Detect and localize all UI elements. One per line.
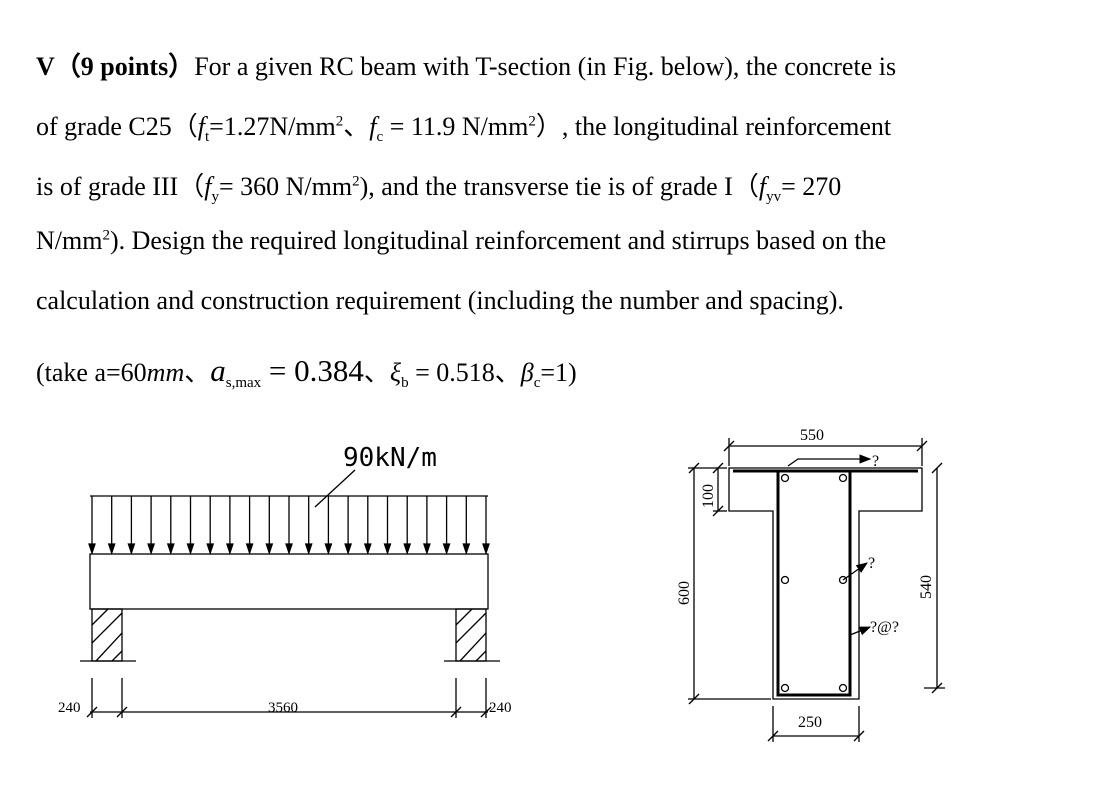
load-arrow-head <box>245 543 254 556</box>
problem-line-5: calculation and construction requirement… <box>36 286 844 315</box>
distributed-load-arrows <box>88 496 490 556</box>
label-top-bars: ? <box>872 453 879 470</box>
load-arrow-head <box>206 543 215 556</box>
beam-body <box>89 553 489 610</box>
right-support-wall <box>444 608 500 662</box>
load-label: 90kN/m <box>343 443 437 473</box>
problem-label: V <box>36 52 55 81</box>
load-arrow-head <box>265 543 274 556</box>
rebar-bottom-right <box>838 683 848 693</box>
dim-flange-width-label: 550 <box>800 427 824 444</box>
label-bottom-bars: ? <box>868 555 875 572</box>
beam-elevation <box>80 469 500 718</box>
problem-points: （9 points） <box>54 52 195 81</box>
load-arrow-head <box>127 543 136 556</box>
load-arrow-head <box>107 543 116 556</box>
rebar-bottom-left <box>780 683 790 693</box>
problem-line-1: V（9 points）For a given RC beam with T-se… <box>36 52 897 81</box>
load-arrow-head <box>462 543 471 556</box>
dim-right-support: 240 <box>489 700 512 716</box>
load-arrow-head <box>383 543 392 556</box>
problem-line-4: N/mm2). Design the required longitudinal… <box>36 226 887 255</box>
dim-web-width-label: 250 <box>798 714 822 731</box>
t-section-outline <box>728 467 923 700</box>
load-arrow-head <box>304 543 313 556</box>
problem-line-6: (take a=60mm、as,max = 0.384、ξb = 0.518、β… <box>36 353 577 392</box>
load-arrow-head <box>285 543 293 556</box>
stirrup <box>776 469 852 697</box>
dim-left-support: 240 <box>58 700 81 716</box>
load-arrow-head <box>166 543 175 556</box>
label-stirrups: ?@? <box>870 619 899 636</box>
load-arrow-head <box>88 543 96 556</box>
problem-line-2: of grade C25（ft=1.27N/mm2、fc = 11.9 N/mm… <box>36 112 892 146</box>
load-arrow-head <box>344 543 353 556</box>
load-arrow-head <box>482 543 490 556</box>
load-arrow-head <box>147 543 156 556</box>
leader-top-bars <box>787 454 872 467</box>
t-section <box>688 438 945 742</box>
leader-bottom-bars <box>842 562 868 581</box>
rebar-mid-right <box>838 575 848 585</box>
load-arrow-head <box>422 543 431 556</box>
load-arrow-head <box>363 543 372 556</box>
leader-stirrups <box>849 626 872 636</box>
load-leader-line <box>314 469 356 508</box>
left-support-wall <box>80 608 136 662</box>
dim-flange-width <box>723 438 928 466</box>
dim-effective-depth <box>924 462 945 694</box>
rebar-top-right <box>838 473 848 483</box>
rebar-mid-left <box>780 575 790 585</box>
load-arrow-head <box>186 543 195 556</box>
load-arrow-head <box>442 543 451 556</box>
dim-flange-thickness <box>712 462 727 517</box>
beam-dimension-line <box>86 678 492 718</box>
dim-total-height <box>688 462 771 705</box>
dim-span: 3560 <box>268 700 298 716</box>
rebar-top-left <box>780 473 790 483</box>
load-arrow-head <box>324 543 333 556</box>
problem-line-3: is of grade III（fy= 360 N/mm2), and the … <box>36 172 842 206</box>
dim-web-width <box>767 706 865 742</box>
dim-flange-thickness-label: 100 <box>700 484 717 508</box>
load-arrow-head <box>225 543 234 556</box>
load-arrow-head <box>403 543 412 556</box>
dim-effective-depth-label: 540 <box>918 575 935 599</box>
dim-total-height-label: 600 <box>676 581 693 605</box>
